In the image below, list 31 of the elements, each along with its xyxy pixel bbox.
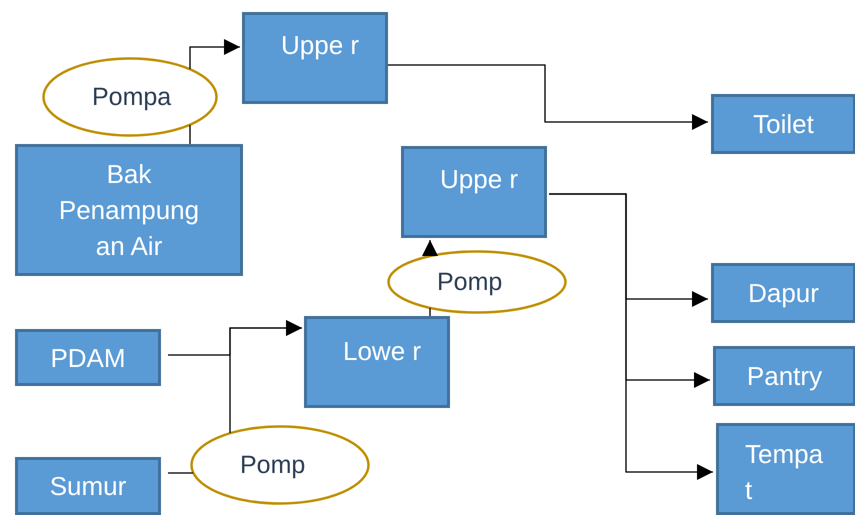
process-box <box>401 146 547 238</box>
process-box <box>716 423 855 515</box>
pump-ellipse <box>42 57 218 137</box>
connector-arrow <box>388 64 708 130</box>
box-label: PDAM <box>50 342 126 374</box>
process-box <box>711 94 855 154</box>
process-box <box>15 329 161 386</box>
box-label: Toilet <box>753 108 814 141</box>
box-label: Tempa t <box>745 438 824 507</box>
pump-label: Pomp <box>437 267 502 297</box>
box-label: Pantry <box>746 360 822 393</box>
pump-ellipse <box>190 425 370 505</box>
box-label: Lowe r <box>343 335 422 368</box>
process-box <box>711 263 855 323</box>
process-box <box>242 12 388 104</box>
box-label: Dapur <box>748 277 819 310</box>
connector-arrow <box>189 39 240 69</box>
box-label: Uppe r <box>440 163 520 196</box>
process-box <box>15 457 161 515</box>
process-box <box>15 144 243 276</box>
connector-arrow <box>549 193 713 480</box>
connector-arrow <box>229 320 302 433</box>
box-label: Uppe r <box>281 29 360 62</box>
process-box <box>713 346 855 406</box>
box-label: Bak Penampung an Air <box>58 158 200 263</box>
pump-ellipse <box>387 250 567 314</box>
pump-label: Pompa <box>92 82 172 112</box>
box-label: Sumur <box>50 470 126 503</box>
connector-arrow <box>422 240 438 256</box>
pump-label: Pomp <box>240 450 306 480</box>
process-box <box>304 316 450 408</box>
